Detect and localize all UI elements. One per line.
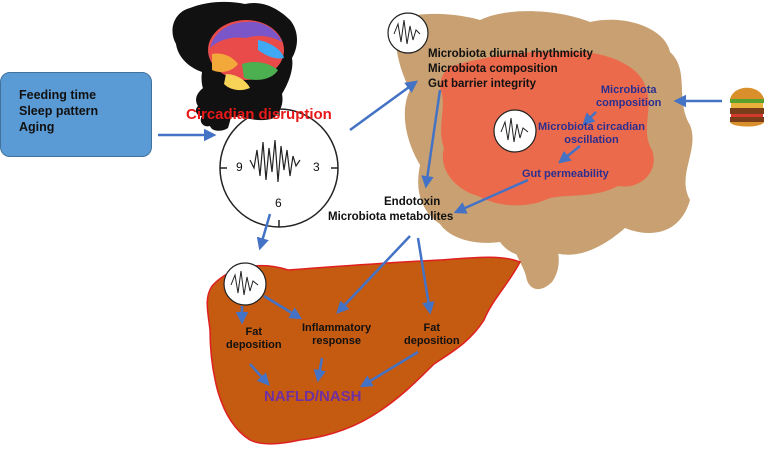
gut-label-diurnal: Microbiota diurnal rhythmicity — [428, 48, 593, 60]
arrow-inflammatory-to-nafld — [313, 357, 326, 383]
factor-sleep-pattern: Sleep pattern — [19, 104, 99, 118]
nafld-nash-outcome: NAFLD/NASH — [264, 388, 362, 405]
rhythm-wave-icon — [387, 12, 429, 54]
inflammatory-response-label: Inflammatory response — [302, 322, 371, 348]
fat-right-line2: deposition — [404, 335, 460, 348]
arrow-permeability-to-endotoxin — [453, 178, 529, 214]
gut-label-composition: Microbiota composition — [428, 63, 558, 75]
arrow-metabolites-to-fat — [416, 237, 435, 315]
fat-deposition-left-label: Fat deposition — [226, 326, 282, 352]
microbiota-composition-line2: composition — [596, 97, 662, 110]
circadian-oscillation-line1: Microbiota circadian — [538, 121, 645, 133]
arrow-clock-to-liver — [256, 213, 272, 251]
fat-left-line2: deposition — [226, 339, 282, 352]
clock-label-3: 3 — [313, 160, 320, 174]
clock-face — [219, 108, 339, 228]
arrow-fat-left-to-nafld — [249, 363, 270, 386]
rhythm-wave-icon — [493, 109, 537, 153]
clock-label-6: 6 — [275, 196, 282, 210]
fat-right-line1: Fat — [423, 322, 441, 334]
factor-feeding-time: Feeding time — [19, 88, 97, 102]
arrow-metabolites-to-inflammatory — [336, 235, 411, 314]
arrow-clock-to-gut — [349, 80, 419, 132]
arrow-composition-to-oscillation — [582, 111, 597, 126]
microbiota-composition-line1: Microbiota — [600, 84, 657, 96]
arrows — [158, 80, 722, 388]
microbiota-composition-label: Microbiota composition — [596, 84, 661, 110]
arrow-barrier-to-endotoxin — [421, 89, 442, 189]
factor-aging: Aging — [19, 120, 55, 134]
metabolites-label: Microbiota metabolites — [328, 211, 454, 223]
endotoxin-label: Endotoxin — [384, 196, 441, 208]
fat-deposition-right-label: Fat deposition — [404, 322, 460, 348]
risk-factors-box: Feeding time Sleep pattern Aging — [0, 72, 152, 157]
circadian-oscillation-label: Microbiota circadian oscillation — [538, 121, 645, 147]
circadian-disruption-title: Circadian disruption — [186, 106, 332, 123]
gut-permeability-label: Gut permeability — [522, 168, 609, 180]
hamburger-icon — [730, 87, 764, 127]
clock-label-9: 9 — [236, 160, 243, 174]
fat-left-line1: Fat — [245, 326, 263, 338]
circadian-oscillation-line2: oscillation — [564, 134, 619, 147]
arrow-clockicon-to-inflammatory — [263, 294, 303, 320]
rhythm-wave-icon — [223, 262, 267, 306]
arrow-fat-right-to-nafld — [359, 350, 419, 388]
gut-label-barrier: Gut barrier integrity — [428, 78, 536, 90]
intestine-shape — [395, 11, 693, 290]
inflammatory-line1: Inflammatory — [302, 322, 372, 334]
arrow-oscillation-to-permeability — [558, 145, 581, 164]
brain-head-icon — [172, 1, 297, 131]
inflammatory-line2: response — [312, 335, 361, 348]
